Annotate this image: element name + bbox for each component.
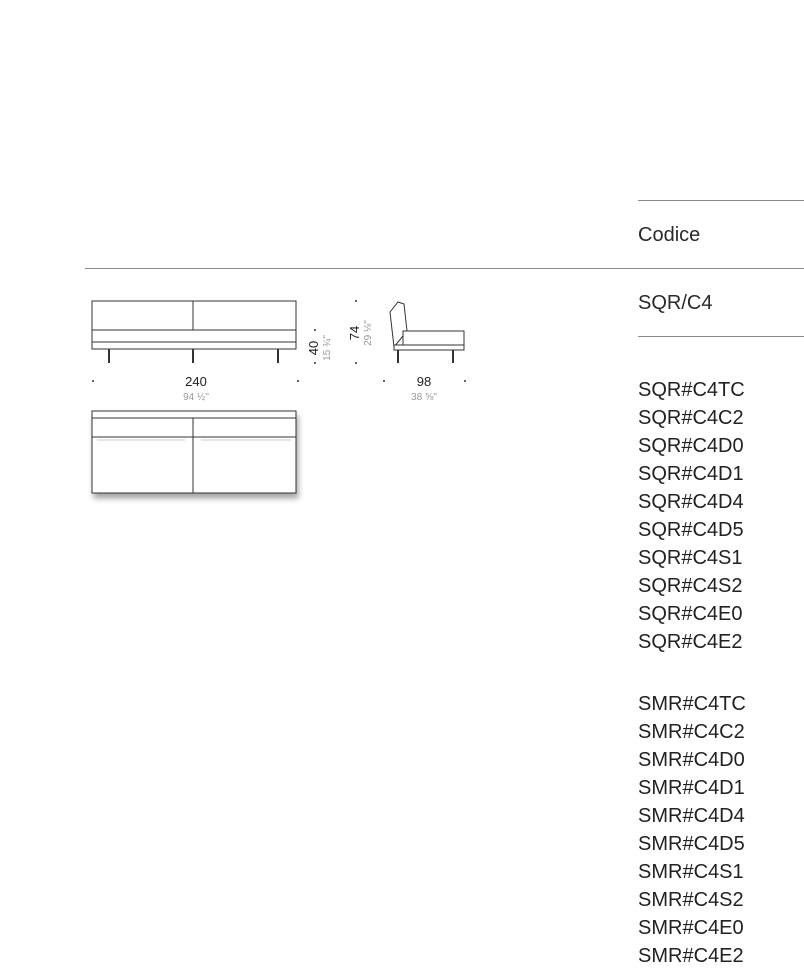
dim-dot <box>355 300 357 302</box>
code-list-sqr: SQR#C4TC SQR#C4C2 SQR#C4D0 SQR#C4D1 SQR#… <box>638 376 745 656</box>
width-in: 94 ½" <box>183 392 209 403</box>
depth-cm: 98 <box>417 374 431 389</box>
list-item: SQR#C4E2 <box>638 631 743 653</box>
sofa-technical-drawing: 240 94 ½" 40 15 ¾" 74 29 ⅛" 98 38 ⅝" <box>91 300 466 494</box>
list-item: SQR#C4S1 <box>638 547 743 569</box>
model-code: SQR/C4 <box>638 292 713 314</box>
list-item: SMR#C4TC <box>638 693 746 715</box>
list-item: SMR#C4C2 <box>638 721 745 743</box>
column-header: Codice <box>638 224 701 246</box>
list-item: SQR#C4E0 <box>638 603 743 625</box>
list-item: SQR#C4C2 <box>638 407 744 429</box>
list-item: SMR#C4D5 <box>638 833 745 855</box>
list-item: SQR#C4D1 <box>638 463 744 485</box>
dim-dot <box>383 380 385 382</box>
height-in: 29 ⅛" <box>363 320 374 346</box>
dim-dot <box>297 380 299 382</box>
list-item: SMR#C4D0 <box>638 749 745 771</box>
list-item: SMR#C4S2 <box>638 889 744 911</box>
header-divider <box>85 268 804 269</box>
list-item: SMR#C4E2 <box>638 945 744 967</box>
seat-height-in: 15 ¾" <box>322 335 333 361</box>
list-item: SQR#C4D0 <box>638 435 744 457</box>
height-cm: 74 <box>347 326 362 340</box>
front-view <box>91 300 297 363</box>
seat-height-cm: 40 <box>306 341 321 355</box>
dim-dot <box>355 362 357 364</box>
depth-in: 38 ⅝" <box>411 392 437 403</box>
dim-dot <box>314 362 316 364</box>
code-list-smr: SMR#C4TC SMR#C4C2 SMR#C4D0 SMR#C4D1 SMR#… <box>638 690 746 970</box>
list-item: SQR#C4S2 <box>638 575 743 597</box>
list-item: SMR#C4E0 <box>638 917 744 939</box>
dim-dot <box>314 329 316 331</box>
top-view <box>91 410 297 494</box>
list-item: SQR#C4D5 <box>638 519 744 541</box>
side-view <box>389 301 465 363</box>
list-item: SMR#C4D4 <box>638 805 745 827</box>
dim-dot <box>464 380 466 382</box>
dim-dot <box>92 380 94 382</box>
list-item: SQR#C4TC <box>638 379 745 401</box>
width-cm: 240 <box>185 374 207 389</box>
top-divider <box>638 200 804 201</box>
list-item: SMR#C4D1 <box>638 777 745 799</box>
list-item: SQR#C4D4 <box>638 491 744 513</box>
list-item: SMR#C4S1 <box>638 861 744 883</box>
model-divider <box>638 336 804 337</box>
